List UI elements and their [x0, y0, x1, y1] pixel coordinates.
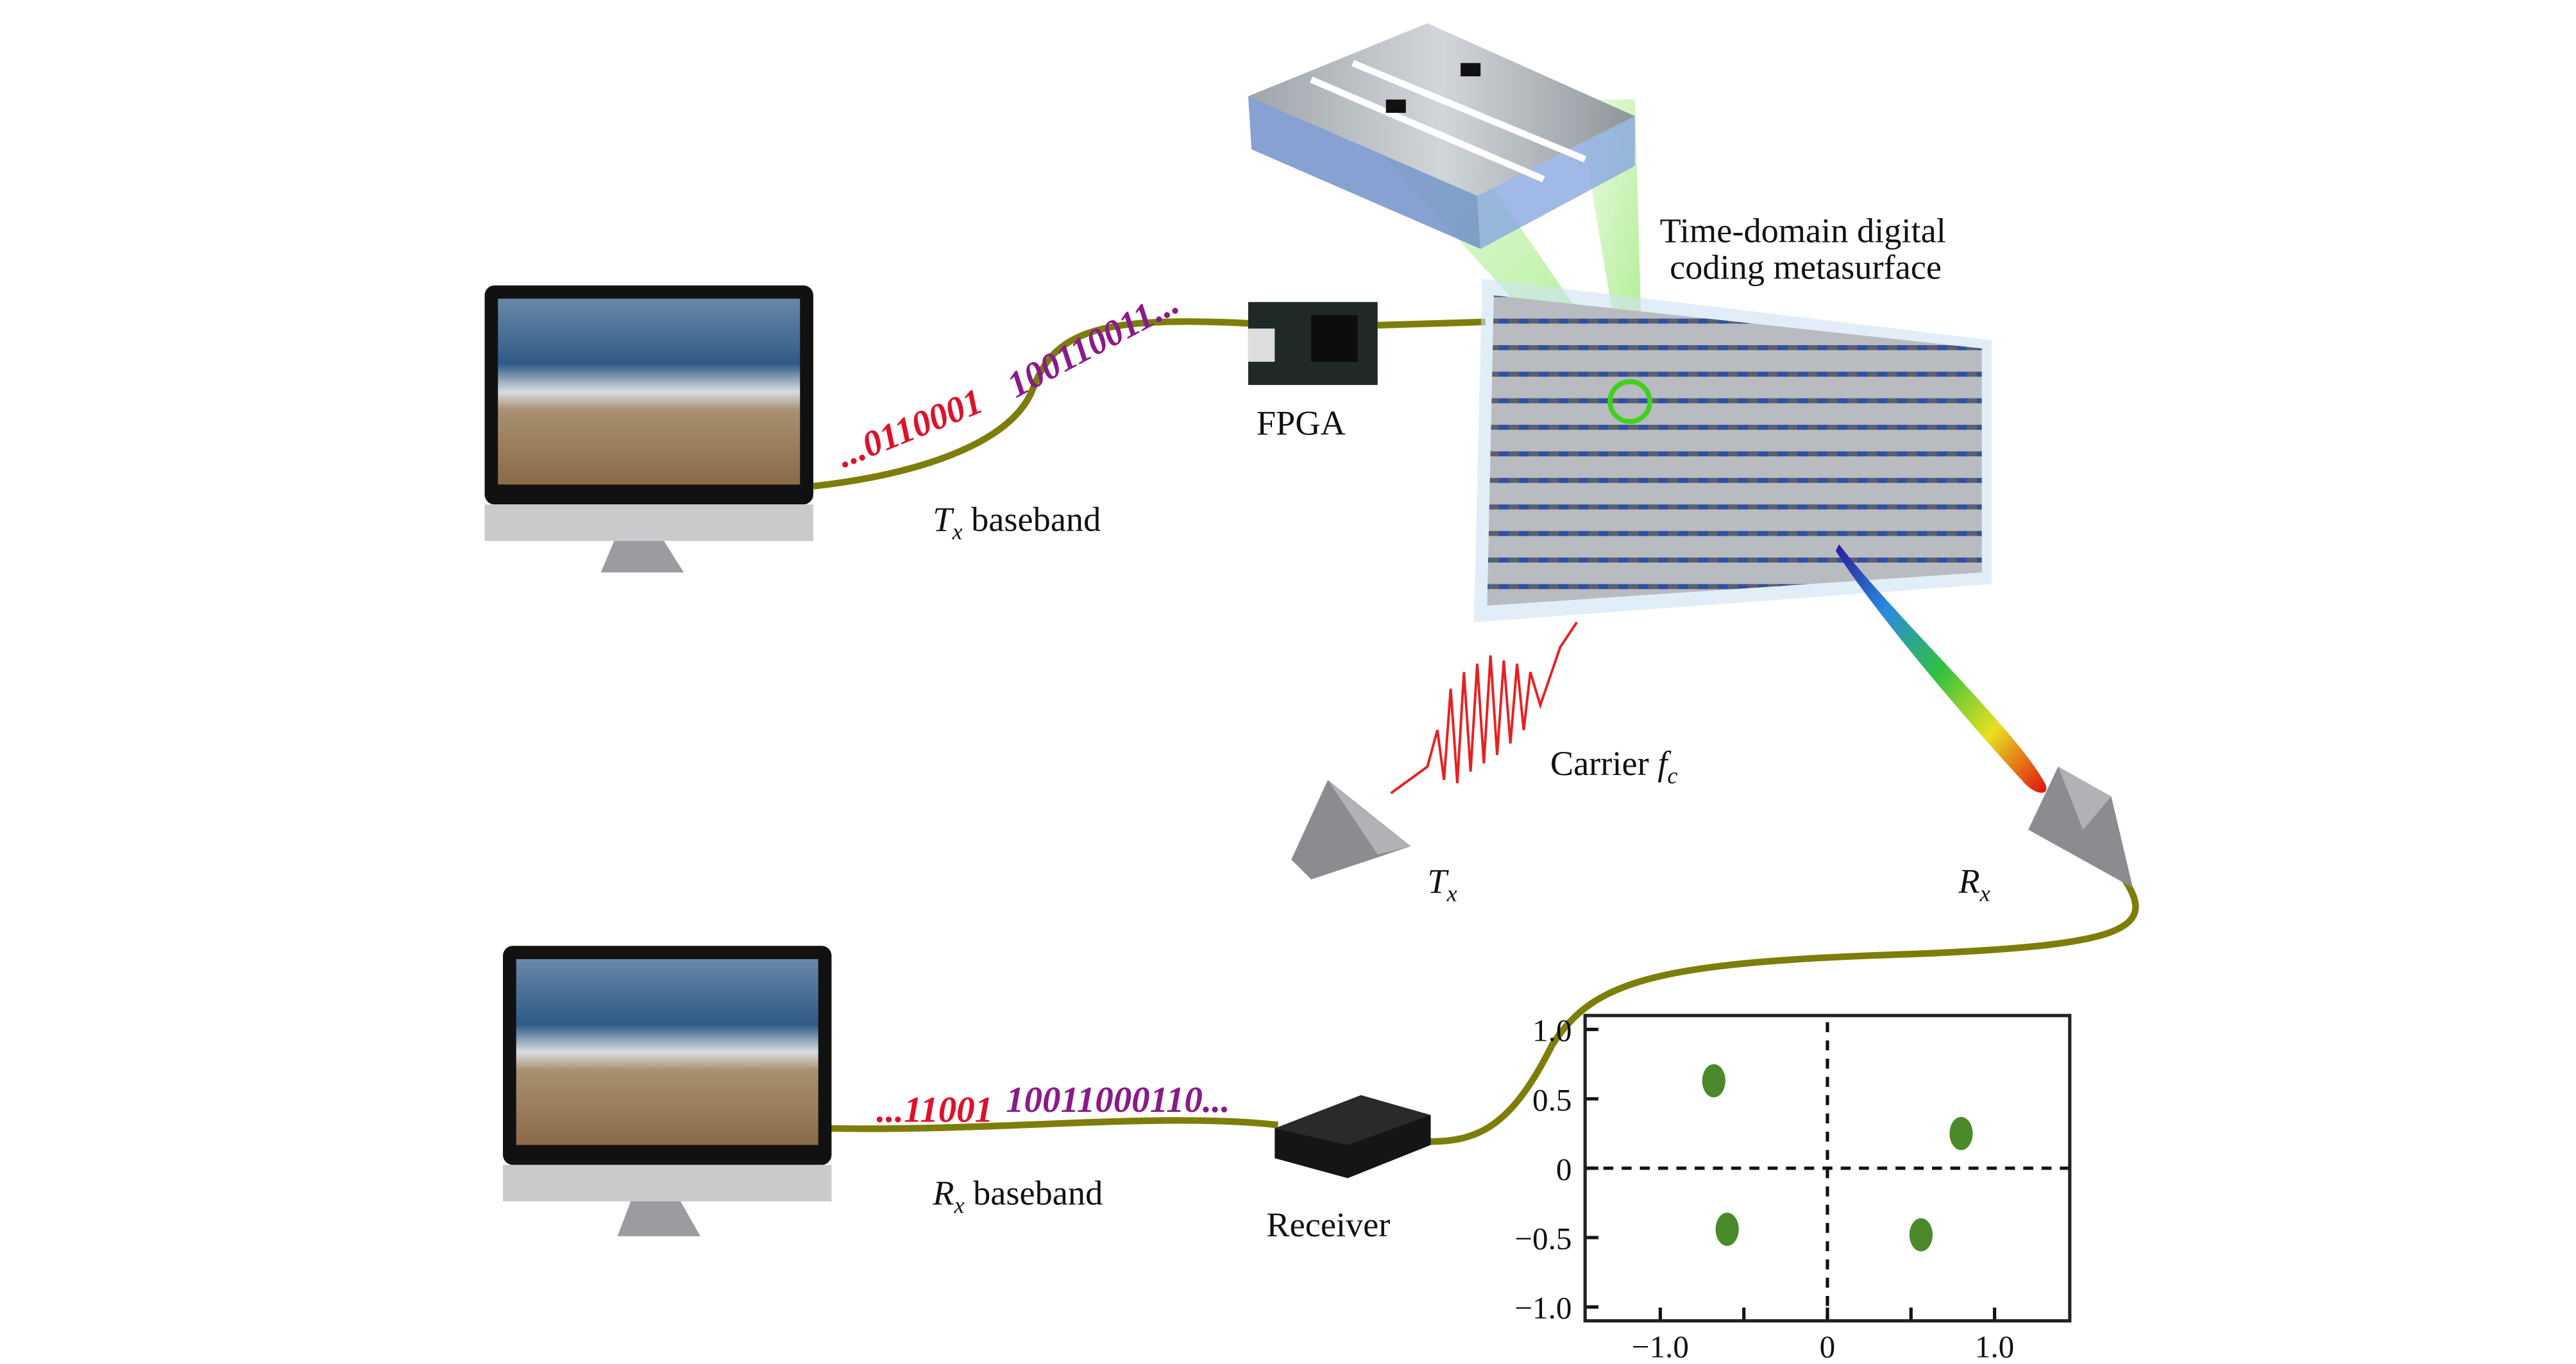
tx-baseband-cable: [813, 318, 1253, 490]
y-tick-label: 0.5: [1532, 1082, 1572, 1118]
carrier-wave: [1390, 621, 1578, 794]
constellation-plot: −1.0 0 1.0 1.0 0.5 0 −0.5 −1.0: [1514, 1013, 2072, 1364]
tx-baseband-label: Tx baseband: [933, 500, 1101, 545]
rx-baseband-cable: [829, 1117, 1279, 1132]
unit-cell-highlight: [1607, 379, 1652, 424]
tx-bitstream: ...0110001 100110011...: [831, 282, 1185, 475]
y-tick-label: −1.0: [1514, 1290, 1572, 1326]
tx-bits-purple: 100110011...: [1001, 282, 1185, 405]
cables: [813, 318, 2139, 1145]
receiver-label: Receiver: [1266, 1206, 1390, 1244]
y-tick-label: 1.0: [1532, 1013, 1572, 1048]
metasurface: [1473, 278, 1992, 622]
x-tick-label: −1.0: [1632, 1329, 1689, 1364]
tx-bits-red: ...0110001: [831, 381, 988, 476]
tx-horn-antenna: [1291, 780, 1411, 880]
unit-cell-inset: [1248, 23, 1635, 249]
constellation-point-0: [1702, 1064, 1725, 1098]
rx-horn-antenna: [2028, 766, 2133, 888]
fpga-to-metasurface-cable: [1377, 318, 1486, 329]
y-tick-label: 0: [1556, 1152, 1572, 1187]
constellation-point-1: [1949, 1116, 1973, 1150]
carrier-label: Carrier fc: [1550, 744, 1678, 789]
fpga-label: FPGA: [1257, 404, 1346, 443]
fpga-board: [1248, 302, 1378, 386]
tx-monitor: [484, 285, 813, 573]
rx-baseband-label: Rx baseband: [932, 1174, 1103, 1218]
metasurface-label-line1: Time-domain digital: [1660, 212, 1946, 250]
receiver-box: [1275, 1095, 1431, 1179]
rx-cable: [1427, 877, 2139, 1145]
radiation-beam: [1835, 544, 2047, 793]
constellation-point-3: [1909, 1218, 1933, 1252]
rx-horn-label: Rx: [1958, 862, 1990, 906]
rx-bits-red: ...11001: [876, 1089, 993, 1130]
plot-frame: [1583, 1014, 2072, 1323]
rx-bitstream: ...11001 10011000110...: [876, 1080, 1230, 1130]
tx-horn-label: Tx: [1427, 862, 1457, 906]
rx-bits-purple: 10011000110...: [1006, 1080, 1230, 1120]
x-tick-label: 0: [1820, 1329, 1836, 1364]
rx-monitor: [503, 946, 832, 1236]
y-tick-label: −0.5: [1514, 1221, 1572, 1256]
constellation-point-2: [1715, 1213, 1739, 1246]
x-tick-label: 1.0: [1975, 1329, 2014, 1364]
metasurface-label-line2: coding metasurface: [1670, 248, 1942, 287]
